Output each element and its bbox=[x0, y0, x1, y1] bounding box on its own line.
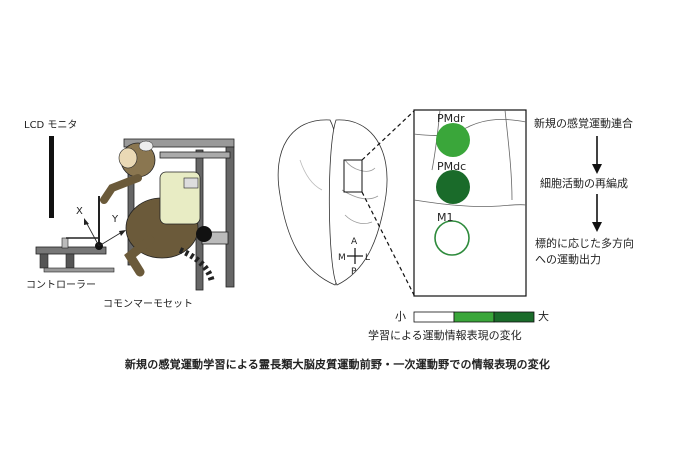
flow-arrows bbox=[592, 136, 602, 232]
flow-step-2: 細胞活動の再編成 bbox=[540, 177, 628, 190]
scale-low-label: 小 bbox=[395, 310, 406, 323]
brain-roi-box bbox=[343, 159, 363, 193]
scale-high-label: 大 bbox=[538, 310, 549, 323]
zoom-sulci bbox=[413, 109, 527, 207]
direction-posterior: P bbox=[351, 267, 357, 277]
flow-step-3-line-2: への運動出力 bbox=[535, 253, 601, 266]
lcd-monitor-label: LCD モニタ bbox=[24, 120, 78, 131]
figure-caption: 新規の感覚運動学習による霊長類大脳皮質運動前野・一次運動野での情報表現の変化 bbox=[124, 358, 551, 371]
direction-lateral: L bbox=[365, 253, 371, 263]
m1-circle bbox=[434, 220, 470, 256]
lcd-monitor bbox=[49, 136, 54, 218]
axis-x-label: X bbox=[76, 206, 83, 217]
zoom-panel bbox=[413, 109, 527, 297]
flow-step-3-line-1: 標的に応じた多方向 bbox=[535, 237, 634, 250]
area-label-pmdr: PMdr bbox=[437, 112, 465, 125]
pmdr-circle bbox=[436, 123, 470, 157]
marmoset bbox=[100, 140, 215, 283]
brain-drawing bbox=[277, 119, 388, 286]
direction-anterior: A bbox=[351, 237, 358, 247]
scale-caption: 学習による運動情報表現の変化 bbox=[368, 329, 522, 342]
marmoset-label: コモンマーモセット bbox=[103, 299, 193, 310]
color-scale bbox=[413, 311, 535, 323]
controller-label: コントローラー bbox=[26, 280, 96, 291]
controller-apparatus bbox=[35, 196, 126, 273]
area-label-m1: M1 bbox=[437, 211, 454, 224]
pmdc-circle bbox=[436, 170, 470, 204]
area-label-pmdc: PMdc bbox=[437, 160, 467, 173]
direction-medial: M bbox=[338, 253, 346, 263]
axis-y-label: Y bbox=[112, 214, 119, 225]
zoom-lines bbox=[361, 110, 415, 296]
flow-step-1: 新規の感覚運動連合 bbox=[534, 117, 633, 130]
